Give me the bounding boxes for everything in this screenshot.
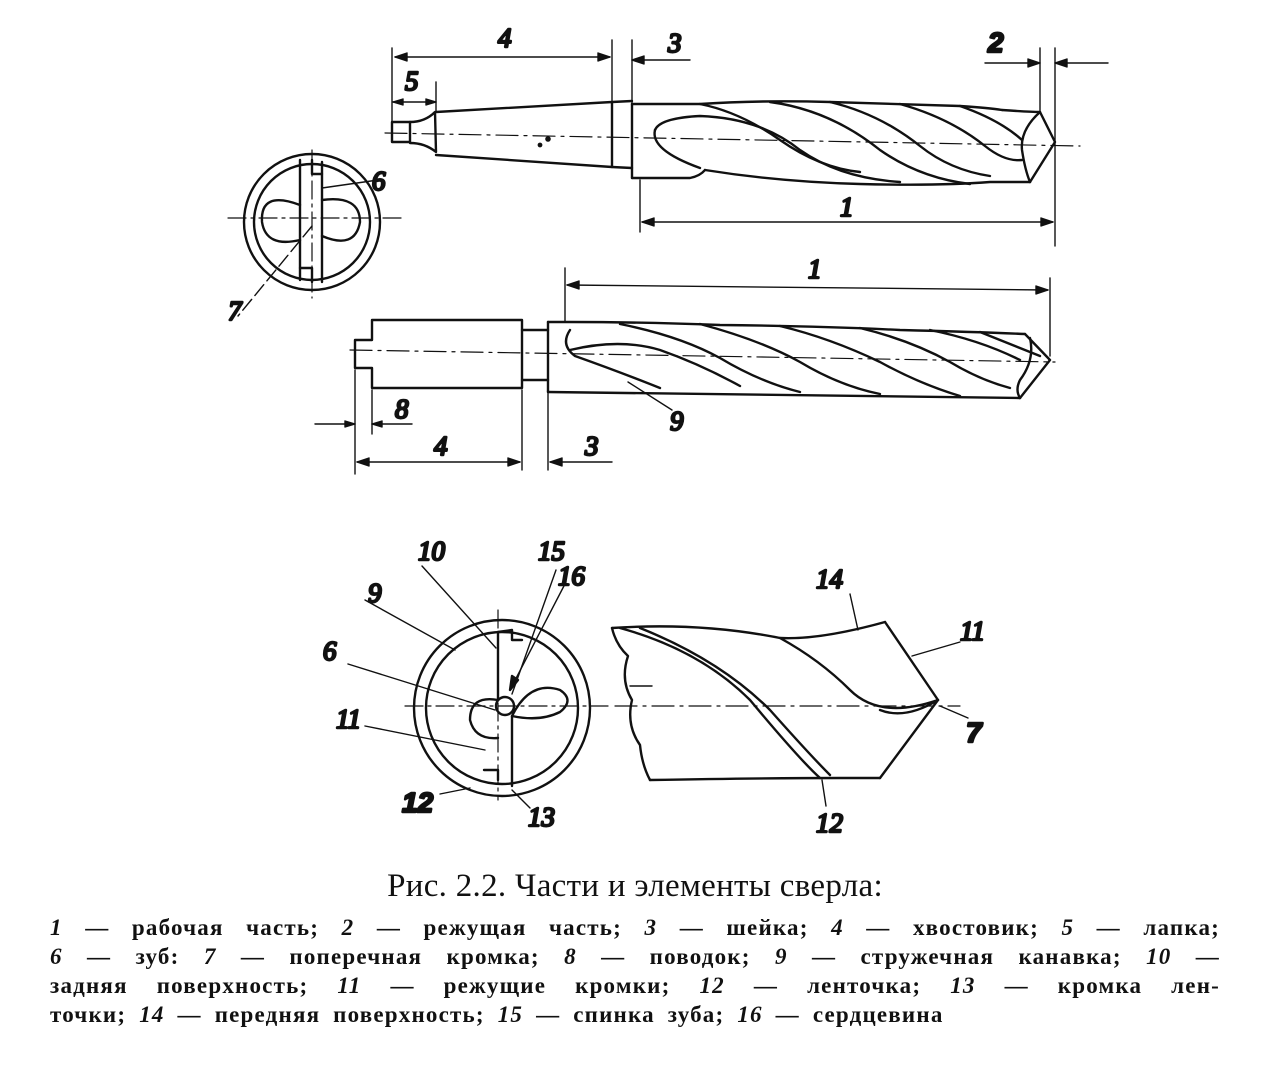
label-top-6: 6 xyxy=(372,166,386,196)
legend-text: — поводок; xyxy=(576,944,775,969)
legend-text: — лапка; xyxy=(1074,915,1220,940)
legend-number: 3 xyxy=(644,915,658,940)
label-mid-1: 1 xyxy=(808,254,822,284)
legend-text: точки; xyxy=(50,1002,140,1027)
legend-number: 15 xyxy=(497,1002,524,1027)
legend-text: — рабочая часть; xyxy=(62,915,342,940)
legend-number: 11 xyxy=(337,973,362,998)
middle-drill xyxy=(349,318,1056,400)
legend-text: — передняя поверхность; xyxy=(164,1002,498,1027)
bottom-drill-tip xyxy=(610,593,969,807)
label-bot-10: 10 xyxy=(418,536,446,566)
bottom-cross-section xyxy=(347,565,609,809)
legend-number: 4 xyxy=(831,915,844,940)
legend-text: — поперечная кромка; xyxy=(216,944,565,969)
legend-number: 2 xyxy=(341,915,355,940)
label-top-4: 4 xyxy=(498,23,512,53)
label-mid-4: 4 xyxy=(434,431,448,461)
label-bot-12-left: 12 xyxy=(402,787,434,818)
legend-number: 13 xyxy=(950,973,976,998)
label-bot-11-left: 11 xyxy=(336,704,361,734)
legend-text: — шейка; xyxy=(657,915,832,940)
legend-number: 6 xyxy=(50,944,63,969)
top-cross-section xyxy=(227,149,403,317)
legend-text: — стружечная канавка; xyxy=(787,944,1147,969)
label-top-1: 1 xyxy=(840,192,854,222)
label-bot-15: 15 xyxy=(538,536,565,566)
label-bot-7: 7 xyxy=(966,717,983,748)
label-top-7: 7 xyxy=(228,296,243,326)
legend-text: задняя поверхность; xyxy=(50,973,338,998)
label-bot-13: 13 xyxy=(528,802,555,832)
label-bot-12-right: 12 xyxy=(816,808,843,838)
legend-text: — xyxy=(1171,944,1221,969)
drill-parts-figure: 4 5 3 2 1 6 7 xyxy=(227,22,1109,839)
legend-text: — ленточка; xyxy=(724,973,951,998)
legend-line: 1 — рабочая часть; 2 — режущая часть; 3 … xyxy=(50,913,1220,942)
label-top-2: 2 xyxy=(987,27,1004,58)
legend-text: — сердцевина xyxy=(762,1002,944,1027)
legend-number: 5 xyxy=(1061,915,1075,940)
legend-text: — зуб: xyxy=(62,944,204,969)
legend-number: 7 xyxy=(203,944,217,969)
label-bot-9: 9 xyxy=(368,578,382,608)
label-top-3: 3 xyxy=(667,28,682,58)
legend-number: 1 xyxy=(50,915,63,940)
caption-legend: 1 — рабочая часть; 2 — режущая часть; 3 … xyxy=(40,913,1230,1029)
label-bot-6: 6 xyxy=(323,636,337,666)
caption-title: Рис. 2.2. Части и элементы сверла: xyxy=(387,868,883,904)
legend-number: 14 xyxy=(139,1002,165,1027)
legend-line: точки; 14 — передняя поверхность; 15 — с… xyxy=(50,1000,1220,1029)
label-bot-14: 14 xyxy=(816,564,843,594)
legend-number: 9 xyxy=(774,944,788,969)
legend-line: 6 — зуб: 7 — поперечная кромка; 8 — пово… xyxy=(50,942,1220,971)
label-bot-16: 16 xyxy=(558,561,586,591)
figure-caption: Рис. 2.2. Части и элементы сверла: 1 — р… xyxy=(40,868,1230,1029)
label-mid-8: 8 xyxy=(395,394,409,424)
legend-number: 16 xyxy=(737,1002,763,1027)
top-dimensions xyxy=(391,39,1109,247)
label-mid-9: 9 xyxy=(670,406,684,436)
legend-text: — спинка зуба; xyxy=(523,1002,738,1027)
top-drill xyxy=(384,99,1081,186)
legend-text: — режущая часть; xyxy=(354,915,645,940)
legend-number: 8 xyxy=(564,944,577,969)
legend-text: — хвостовик; xyxy=(843,915,1062,940)
label-top-5: 5 xyxy=(405,66,419,96)
label-mid-3: 3 xyxy=(584,431,599,461)
label-bot-11-right: 11 xyxy=(960,616,985,646)
legend-text: — режущие кромки; xyxy=(361,973,700,998)
legend-number: 10 xyxy=(1146,944,1172,969)
legend-number: 12 xyxy=(699,973,725,998)
legend-line: задняя поверхность; 11 — режущие кромки;… xyxy=(50,971,1220,1000)
legend-text: — кромка лен- xyxy=(975,973,1221,998)
middle-dimensions xyxy=(314,267,1051,475)
